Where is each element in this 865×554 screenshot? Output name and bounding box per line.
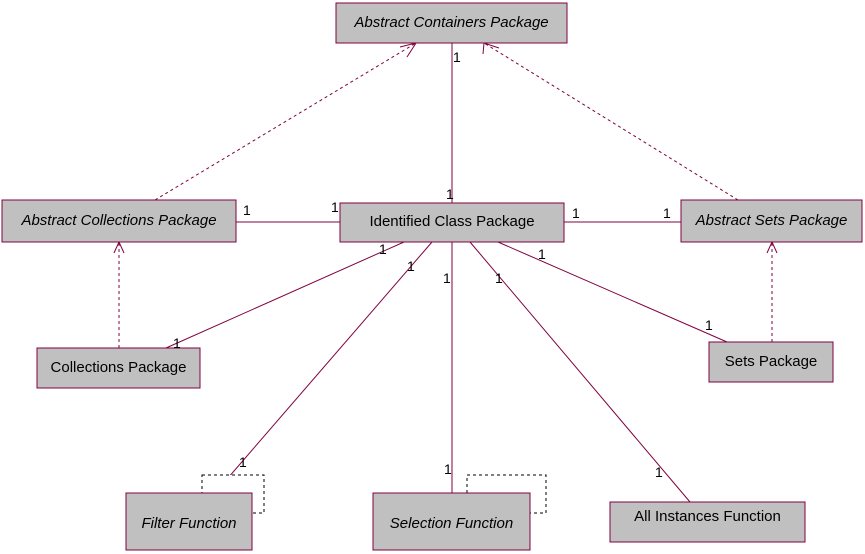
multiplicity-label: 1 — [331, 199, 339, 215]
multiplicity-label: 1 — [239, 454, 247, 470]
multiplicity-label: 1 — [663, 205, 671, 221]
multiplicity-label: 1 — [495, 270, 503, 286]
node-label: Collections Package — [51, 359, 187, 376]
node-label: Filter Function — [141, 515, 236, 532]
assoc-identified-collections-pkg — [165, 241, 405, 349]
multiplicity-label: 1 — [655, 464, 663, 480]
node-label: Abstract Sets Package — [695, 212, 848, 229]
assoc-identified-filter — [214, 241, 433, 494]
node-identified-class-package[interactable]: Identified Class Package — [339, 202, 565, 243]
assoc-identified-allinstances — [469, 241, 691, 503]
associations — [118, 42, 773, 503]
node-abstract-containers-package[interactable]: Abstract Containers Package — [335, 2, 568, 44]
multiplicity-label: 1 — [444, 461, 452, 477]
node-label: All Instances Function — [634, 508, 781, 525]
multiplicity-label: 1 — [443, 270, 451, 286]
node-selection-function[interactable]: Selection Function — [372, 492, 531, 551]
arrowhead-containers-left — [399, 42, 418, 58]
node-label: Identified Class Package — [369, 213, 534, 230]
multiplicity-label: 1 — [173, 335, 181, 351]
multiplicity-label: 1 — [705, 317, 713, 333]
node-label: Abstract Collections Package — [20, 212, 216, 229]
multiplicity-label: 1 — [538, 246, 546, 262]
multiplicity-label: 1 — [572, 205, 580, 221]
multiplicity-label: 1 — [453, 49, 461, 65]
arrowhead-containers-right — [482, 42, 500, 55]
node-label: Abstract Containers Package — [353, 14, 548, 31]
multiplicity-label: 1 — [243, 202, 251, 218]
node-collections-package[interactable]: Collections Package — [36, 347, 201, 389]
node-filter-function[interactable]: Filter Function — [125, 492, 253, 551]
assoc-identified-sets-pkg — [497, 241, 728, 343]
node-sets-package[interactable]: Sets Package — [708, 341, 834, 383]
node-label: Sets Package — [725, 353, 818, 370]
dep-collections-containers — [154, 42, 417, 201]
dep-sets-containers — [483, 42, 739, 201]
multiplicity-label: 1 — [446, 186, 454, 202]
node-abstract-collections-package[interactable]: Abstract Collections Package — [1, 199, 237, 243]
node-all-instances-function[interactable]: All Instances Function — [609, 501, 806, 543]
node-abstract-sets-package[interactable]: Abstract Sets Package — [680, 199, 863, 243]
multiplicity-label: 1 — [407, 258, 415, 274]
multiplicity-label: 1 — [379, 241, 387, 257]
multiplicity-labels: 1 1 1 1 1 1 1 1 1 1 1 1 1 1 1 1 — [173, 49, 713, 480]
node-label: Selection Function — [390, 515, 513, 532]
